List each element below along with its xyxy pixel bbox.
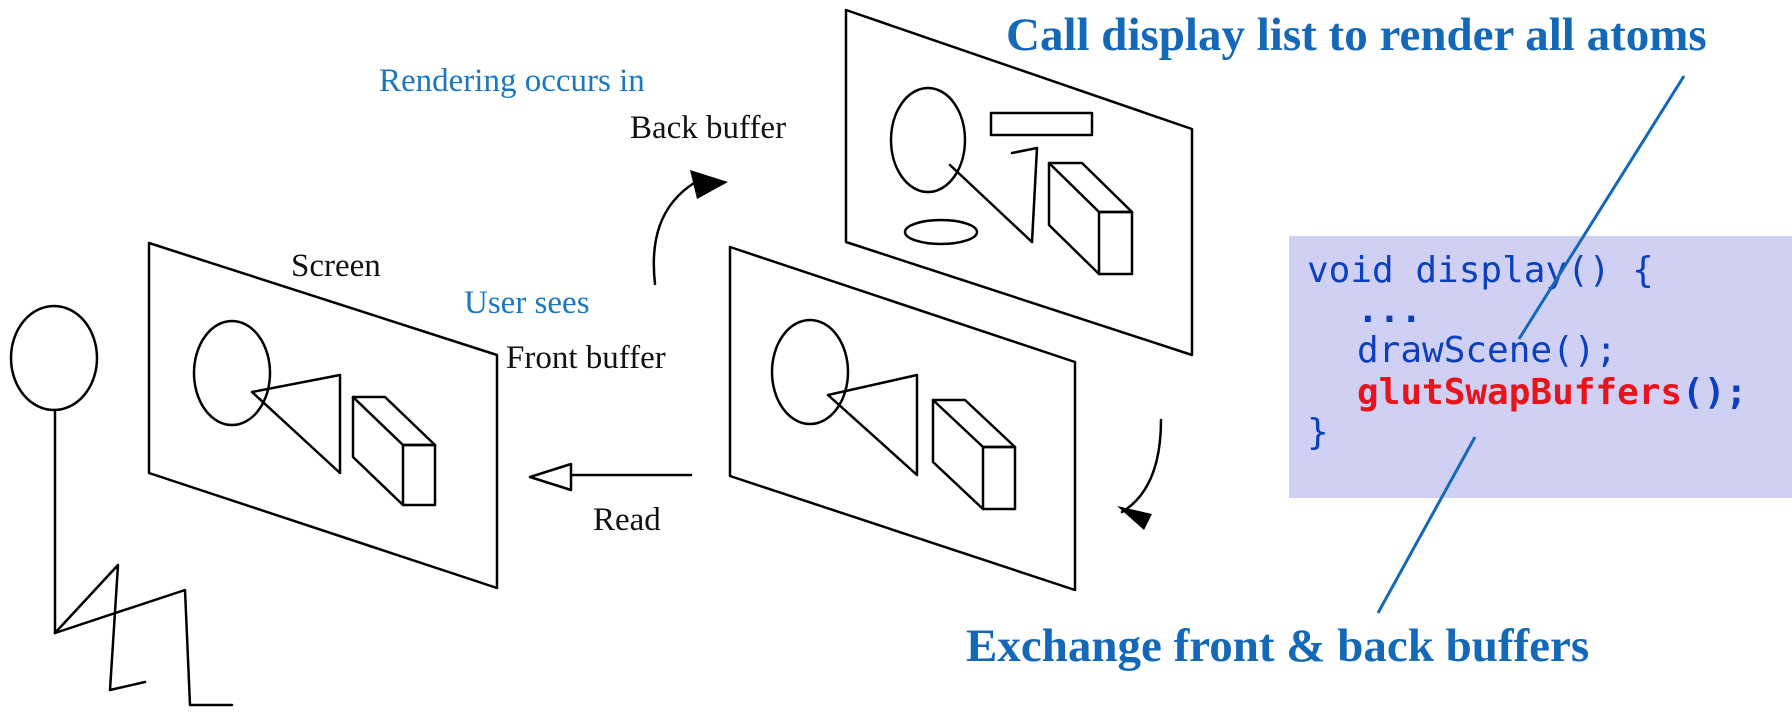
read-label: Read [593,502,661,538]
render-arrow-icon [652,181,696,286]
callout-top-text: Call display list to render all atoms [1006,9,1707,61]
callout-bottom-text: Exchange front & back buffers [966,620,1590,672]
back-buffer-panel [844,8,1194,357]
render-arrowhead-icon [690,170,728,199]
screen-panel [147,241,499,590]
swap-arrowhead-icon [1117,506,1152,530]
back-buffer-label: Back buffer [630,110,787,146]
code-line-5: } [1307,412,1329,453]
code-box: void display() { ... drawScene(); glutSw… [1289,236,1792,498]
front-buffer-panel [728,245,1077,592]
rendering-occurs-label: Rendering occurs in [379,63,645,99]
read-arrow-icon [528,462,693,492]
swap-arrow-icon [1120,418,1163,514]
swap-buffers-call: glutSwapBuffers [1357,372,1683,413]
code-line-1: void display() { [1307,250,1654,291]
code-line-4: glutSwapBuffers(); [1357,372,1747,413]
code-line-3: drawScene(); [1357,330,1618,371]
front-buffer-label: Front buffer [506,340,666,376]
screen-label: Screen [291,248,381,284]
code-line-2: ... [1357,290,1423,331]
swap-buffers-parens: (); [1682,372,1748,413]
user-sees-label: User sees [464,285,590,321]
callout-line-top [1517,75,1686,340]
stick-figure-icon [9,304,234,707]
callout-line-bottom [1376,436,1477,614]
